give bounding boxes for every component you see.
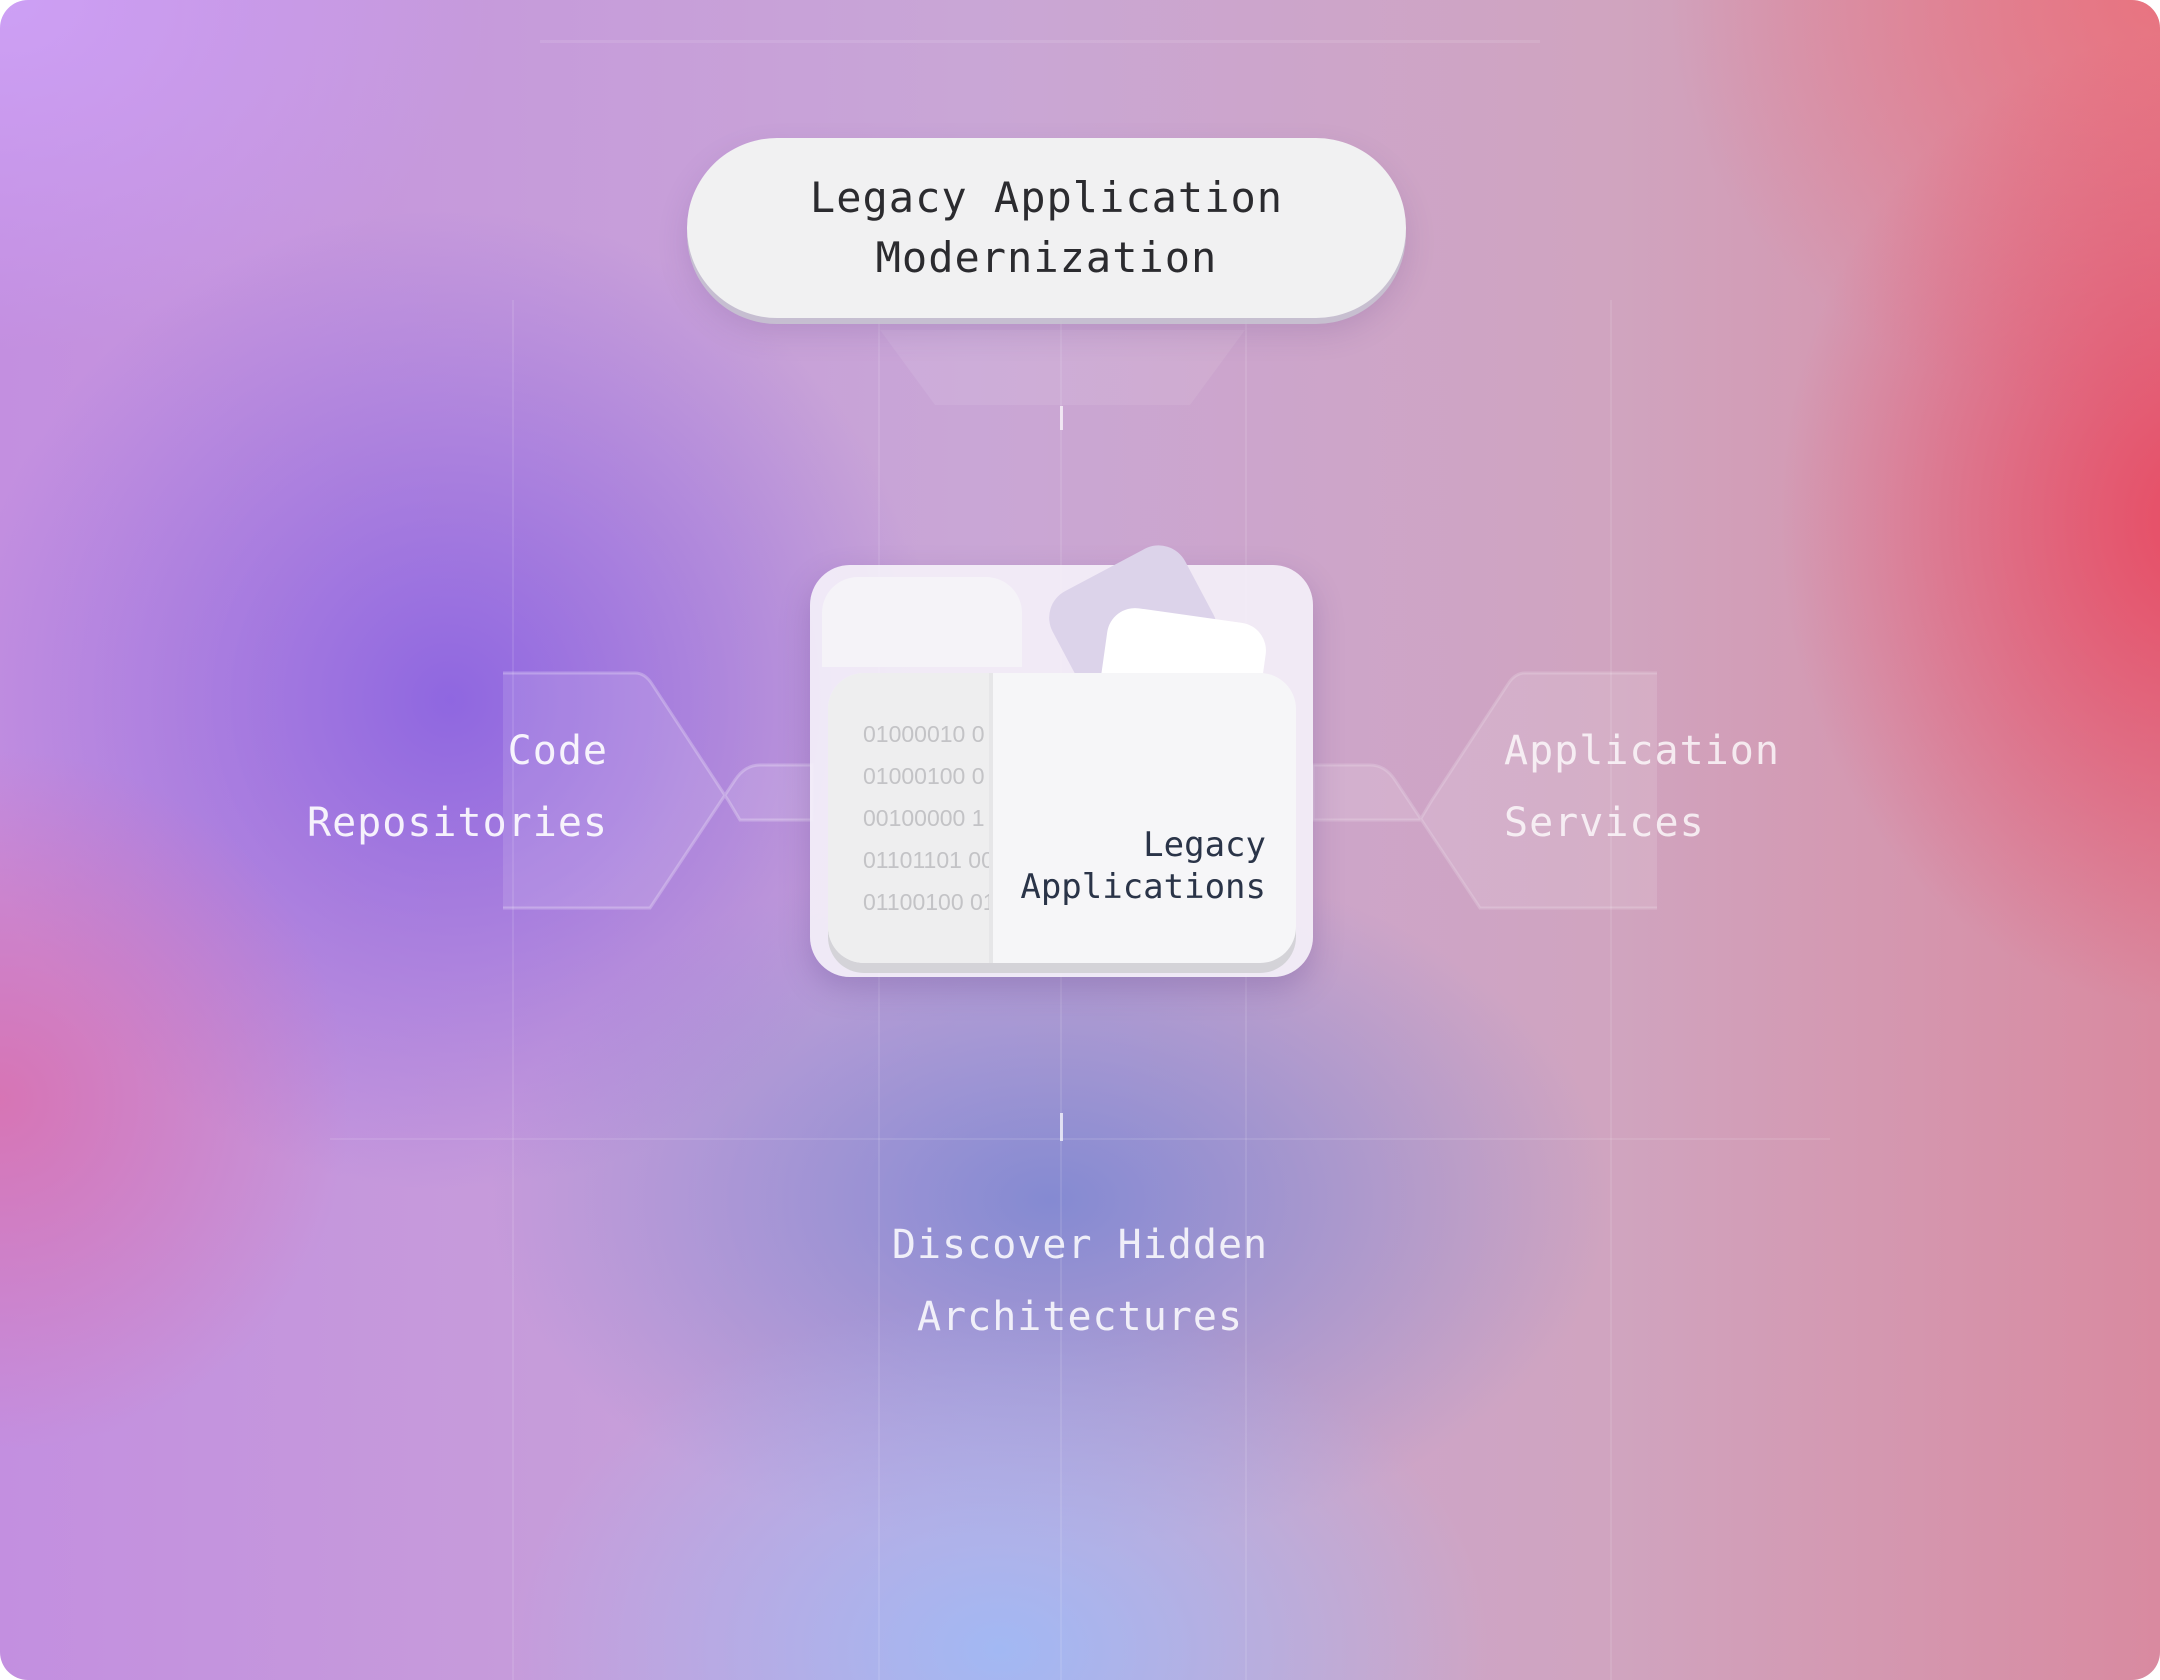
binary-line: 01101101 00 [863, 847, 993, 873]
binary-line: 01000100 0 [863, 763, 985, 789]
bottom-line2: Architectures [916, 1294, 1244, 1340]
grid-line [1610, 300, 1612, 1680]
grid-line [330, 1138, 1830, 1140]
title-line1: Legacy Application [809, 173, 1284, 222]
binary-line: 01100100 01 [863, 889, 993, 915]
folder-label-line2: Applications [1020, 867, 1266, 907]
right-line2: Services [1504, 800, 1705, 846]
title-pill: Legacy Application Modernization [687, 138, 1406, 318]
folder-tab [822, 577, 1022, 667]
top-connector [880, 330, 1245, 405]
binary-code: 01000010 0 01000100 0 00100000 1 0110110… [828, 673, 993, 963]
folder-label: Legacy Applications [1020, 824, 1266, 908]
right-line1: Application [1504, 728, 1780, 774]
grid-line [512, 300, 514, 1680]
binary-line: 01000010 0 [863, 721, 985, 747]
left-line1: Code [507, 728, 608, 774]
grid-line [1245, 300, 1247, 1680]
folder-front: 01000010 0 01000100 0 00100000 1 0110110… [828, 673, 1296, 963]
connector-tick-bottom [1060, 1113, 1063, 1141]
bottom-line1: Discover Hidden [891, 1222, 1269, 1268]
discover-hidden-architectures-label: Discover Hidden Architectures [780, 1209, 1380, 1353]
connector-tick-top [1060, 406, 1063, 430]
code-repositories-label: Code Repositories [307, 715, 608, 859]
binary-line: 00100000 1 [863, 805, 985, 831]
grid-line [540, 40, 1540, 43]
application-services-label: Application Services [1504, 715, 1780, 859]
folder-label-line1: Legacy [1143, 825, 1266, 865]
grid-line [878, 300, 880, 1680]
left-line2: Repositories [307, 800, 608, 846]
right-connector [1311, 671, 1657, 910]
title-line2: Modernization [875, 233, 1218, 282]
grid-line [1060, 320, 1062, 1680]
folder-icon: 01000010 0 01000100 0 00100000 1 0110110… [810, 534, 1315, 980]
